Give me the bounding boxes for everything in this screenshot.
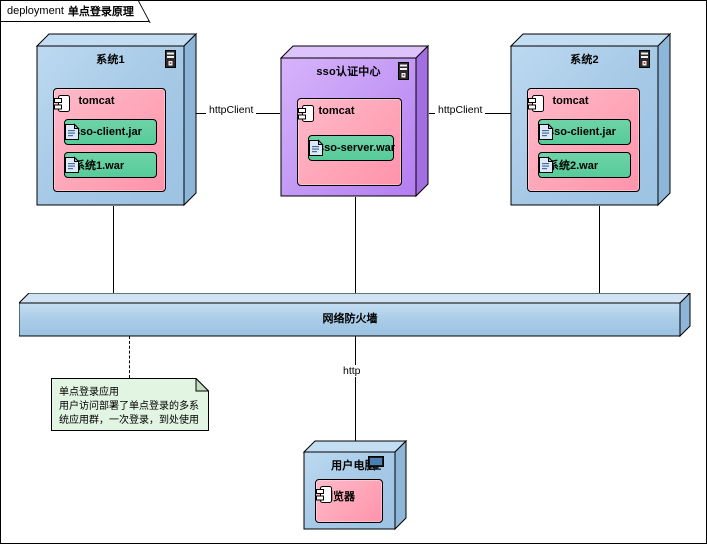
note-line-1: 单点登录应用 [59, 387, 119, 398]
component-tomcat-sso-title: tomcat [318, 105, 355, 117]
component-icon [54, 95, 70, 112]
edge-line-sys2-firewall [599, 206, 600, 296]
node-sso-center-title: sso认证中心 [316, 66, 381, 78]
artifact-system2-war[interactable]: 系统2.war [538, 152, 631, 178]
node-sso-center[interactable]: sso认证中心 tomcat sso-server.war [279, 44, 430, 198]
artifact-system1-war[interactable]: 系统1.war [64, 152, 157, 178]
component-tomcat-system1[interactable]: tomcat sso-client.jar 系统1.war [53, 88, 166, 192]
server-icon [398, 62, 409, 80]
component-tomcat-system2-title: tomcat [552, 95, 589, 107]
edge-label-firewall-user: http [340, 365, 364, 377]
artifact-label: sso-client.jar [548, 126, 616, 138]
artifact-icon [539, 123, 554, 140]
monitor-icon [368, 456, 384, 470]
node-user-computer[interactable]: 用户电脑 浏览器 [302, 439, 408, 531]
edge-line-sys1-firewall [113, 206, 114, 296]
note-text: 单点登录应用 用户访问部署了单点登录的多系统应用群，一次登录，到处使用 [59, 386, 201, 428]
artifact-label: sso-server.war [318, 142, 396, 154]
edge-label-sys1-sso: httpClient [206, 104, 257, 116]
artifact-label: 系统1.war [74, 160, 125, 172]
server-icon [165, 50, 176, 68]
firewall-title: 网络防火墙 [322, 313, 378, 325]
artifact-icon [539, 156, 554, 173]
artifact-sso-client-jar-system1[interactable]: sso-client.jar [64, 119, 157, 145]
edge-label-sso-sys2: httpClient [435, 104, 486, 116]
note-anchor-line [129, 336, 130, 378]
frame-keyword: deployment [7, 5, 64, 17]
edge-line-sso-firewall [355, 197, 356, 296]
note-line-2: 用户访问部署了单点登录的多系统应用群，一次登录，到处使用 [59, 401, 199, 426]
node-network-firewall[interactable]: 网络防火墙 [17, 291, 692, 338]
node-system1-title: 系统1 [96, 54, 125, 66]
firewall-shape [17, 291, 692, 338]
artifact-sso-server-war[interactable]: sso-server.war [308, 135, 396, 161]
edge-line-firewall-user [355, 336, 356, 441]
artifact-sso-client-jar-system2[interactable]: sso-client.jar [538, 119, 631, 145]
artifact-icon [65, 156, 80, 173]
node-system2[interactable]: 系统2 tomcat sso-client.jar [509, 32, 672, 207]
component-icon [528, 95, 544, 112]
component-icon [316, 486, 332, 503]
frame-name: 单点登录原理 [67, 6, 134, 18]
component-tomcat-system1-title: tomcat [78, 95, 115, 107]
note-shape [51, 378, 209, 431]
diagram-frame-tab: deployment 单点登录原理 [1, 1, 149, 22]
component-icon [298, 105, 314, 122]
component-tomcat-sso[interactable]: tomcat sso-server.war [297, 98, 402, 186]
node-system2-title: 系统2 [570, 54, 599, 66]
node-system1[interactable]: 系统1 tomcat sso-client.jar [35, 32, 198, 207]
artifact-label: 系统2.war [548, 160, 599, 172]
note-sso-description[interactable]: 单点登录应用 用户访问部署了单点登录的多系统应用群，一次登录，到处使用 [51, 378, 209, 431]
component-tomcat-system2[interactable]: tomcat sso-client.jar 系统2.war [527, 88, 640, 192]
component-browser[interactable]: 浏览器 [315, 479, 383, 523]
artifact-icon [65, 123, 80, 140]
server-icon [639, 50, 650, 68]
artifact-icon [309, 139, 324, 156]
artifact-label: sso-client.jar [74, 126, 142, 138]
node-user-computer-title: 用户电脑 [331, 460, 376, 472]
